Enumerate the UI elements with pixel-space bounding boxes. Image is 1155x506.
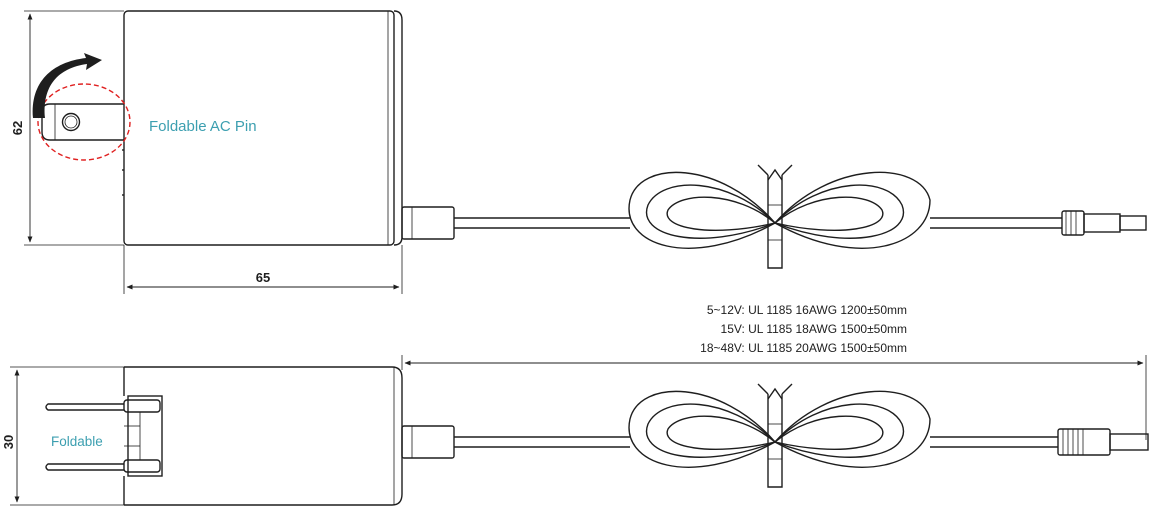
cable-spec-line-1: 5~12V: UL 1185 16AWG 1200±50mm bbox=[707, 303, 907, 317]
pin-highlight-circle bbox=[37, 83, 131, 161]
strain-relief-top bbox=[401, 206, 455, 240]
top-view bbox=[24, 10, 1147, 294]
cable-coil-side bbox=[628, 383, 931, 488]
dc-plug-top bbox=[1061, 210, 1147, 236]
adapter-body-side bbox=[124, 366, 403, 506]
adapter-body-top bbox=[123, 10, 395, 246]
side-view bbox=[10, 355, 1149, 506]
strain-relief-side bbox=[401, 425, 455, 459]
pin-hole bbox=[61, 112, 81, 132]
width-dimension: 65 bbox=[256, 270, 270, 285]
folded-ac-pin bbox=[41, 103, 124, 141]
ac-pin-upper bbox=[45, 403, 124, 411]
thickness-dimension: 30 bbox=[1, 435, 16, 449]
dc-plug-side bbox=[1057, 428, 1149, 456]
cable-spec-line-3: 18~48V: UL 1185 20AWG 1500±50mm bbox=[700, 341, 907, 355]
height-dimension: 62 bbox=[10, 121, 25, 135]
ac-pin-lower bbox=[45, 463, 124, 471]
cable-coil-top bbox=[628, 164, 931, 269]
pin-holder bbox=[123, 395, 163, 477]
fold-arrow-icon bbox=[32, 53, 102, 118]
foldable-label: Foldable bbox=[51, 434, 103, 449]
foldable-ac-pin-label: Foldable AC Pin bbox=[149, 118, 257, 135]
cable-spec-line-2: 15V: UL 1185 18AWG 1500±50mm bbox=[721, 322, 907, 336]
